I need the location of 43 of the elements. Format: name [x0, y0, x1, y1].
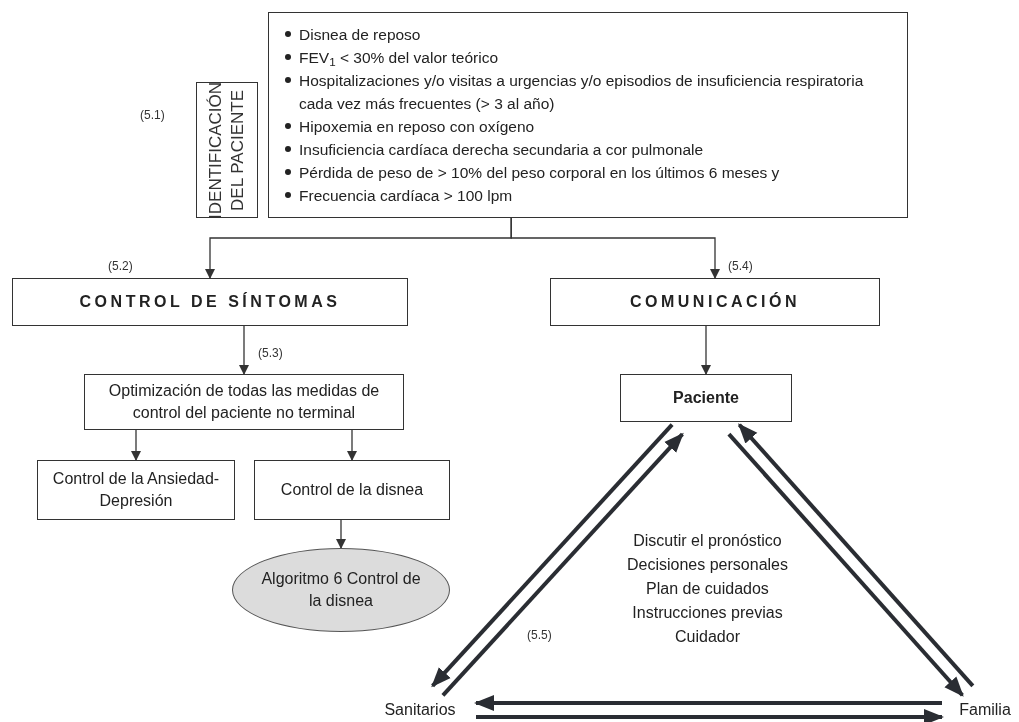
arrow	[476, 709, 944, 722]
arrow	[131, 429, 141, 461]
section-box	[12, 278, 408, 326]
process-box	[254, 460, 450, 520]
node-label: Familia	[952, 698, 1018, 722]
step-number: (5.3)	[258, 345, 283, 362]
node-label: Sanitarios	[374, 698, 466, 722]
note-text: Decisiones personales	[626, 555, 789, 575]
step-number: (5.1)	[140, 107, 165, 124]
section-title: COMUNICACIÓN	[629, 291, 801, 312]
process-box	[620, 374, 792, 422]
note-text: Plan de cuidados	[645, 579, 770, 599]
arrow	[347, 429, 357, 461]
note-text: Instrucciones previas	[631, 603, 784, 623]
bullet-item: Frecuencia cardíaca > 100 lpm	[283, 184, 893, 207]
arrow	[510, 217, 720, 279]
node-label: Paciente	[673, 388, 739, 408]
note-text: Discutir el pronóstico	[632, 531, 783, 551]
arrow	[336, 519, 346, 549]
note-text: Cuidador	[674, 627, 741, 647]
node-label: Optimización de todas las medidas de control del paciente no terminal	[107, 381, 381, 423]
bullet-item: Disnea de reposo	[283, 23, 893, 46]
vertical-heading: IDENTIFICACIÓN DEL PACIENTE	[205, 81, 248, 219]
node-label: Control de la Ansiedad-Depresión	[51, 469, 221, 511]
section-title: CONTROL DE SÍNTOMAS	[79, 291, 341, 312]
arrow	[701, 325, 711, 375]
arrow	[474, 695, 942, 711]
section-box	[550, 278, 880, 326]
bullet-item: FEV$_{1}$ < 30% del valor teórico	[283, 46, 893, 69]
bullet-item: Hipoxemia en reposo con oxígeno	[283, 115, 893, 138]
node-label: Control de la disnea	[280, 480, 424, 500]
step-number: (5.5)	[527, 627, 552, 644]
node-label: Algoritmo 6 Control de la disnea	[260, 569, 422, 611]
arrow	[239, 325, 249, 375]
process-box	[84, 374, 404, 430]
process-box	[37, 460, 235, 520]
bullet-item: Hospitalizaciones y/o visitas a urgencias y/o episodios de insuficiencia respiratoria cada vez más frecuentes (> 3 al año)	[283, 69, 893, 115]
heading-box	[196, 82, 258, 218]
criteria-box	[268, 12, 908, 218]
step-number: (5.4)	[728, 258, 753, 275]
bullet-item: Insuficiencia cardíaca derecha secundaria a cor pulmonale	[283, 138, 893, 161]
bullet-item: Pérdida de peso de > 10% del peso corporal en los últimos 6 meses y	[283, 161, 893, 184]
step-number: (5.2)	[108, 258, 133, 275]
